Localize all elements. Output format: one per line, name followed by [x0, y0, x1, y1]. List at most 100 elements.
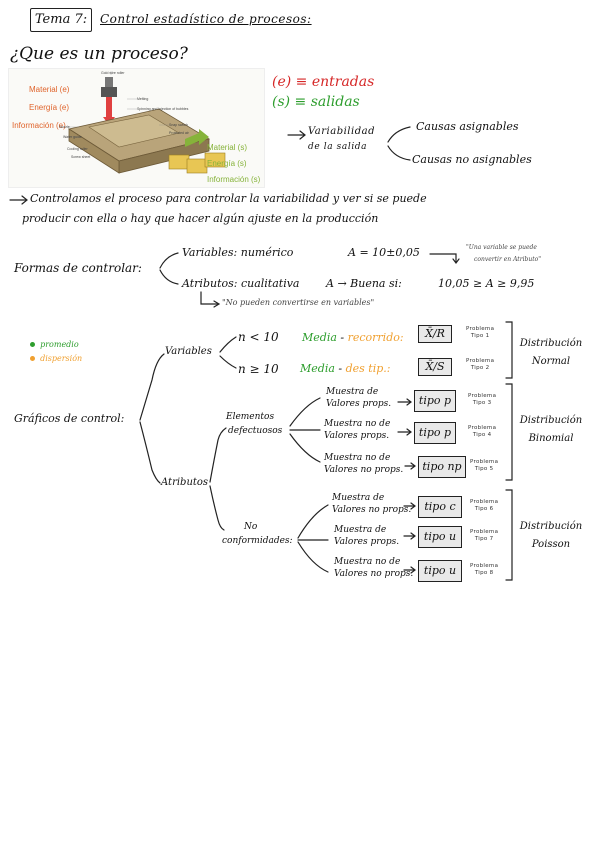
- small-label: Snap switch: [169, 123, 188, 127]
- desc-line: Muestra no de: [324, 419, 391, 429]
- chart-c-box: tipo c: [418, 496, 462, 518]
- legend-promedio: promedio: [30, 332, 79, 351]
- causas-no-asignables: Causas no asignables: [412, 153, 532, 166]
- small-label: Cooling roller: [67, 147, 88, 151]
- chart-np-box: tipo np: [418, 456, 466, 478]
- output-info-label: Información (s): [207, 175, 261, 184]
- desc-line: Valores props.: [324, 431, 390, 441]
- chart-xs-box: X̄/S: [418, 358, 452, 376]
- problem-label: Problema: [468, 425, 497, 431]
- graficos-label: Gráficos de control:: [14, 412, 125, 425]
- orange-dot-icon: [30, 356, 35, 361]
- variabilidad-label: Variabilidad: [308, 126, 375, 137]
- variabilidad-label-2: de la salida: [308, 142, 368, 152]
- output-material-label: Material (s): [207, 143, 248, 152]
- distribution-normal: Distribución Normal: [519, 338, 583, 367]
- tipo-label: Tipo 2: [470, 365, 490, 371]
- legend-dispersion: dispersión: [30, 346, 82, 365]
- chart-p-box: tipo p: [414, 390, 456, 412]
- tipo-label: Tipo 6: [474, 506, 494, 512]
- process-diagram: Material (e) Energía (e) Información (e)…: [8, 68, 265, 188]
- desc-line: Valores no props.: [332, 505, 412, 515]
- def-row2-desc: Muestra no de Valores props.: [324, 418, 390, 442]
- desc-line: Muestra de: [326, 387, 379, 397]
- nc-row1-desc: Muestra de Valores no props.: [332, 492, 411, 516]
- problem-label: Problema: [470, 563, 499, 569]
- variables-row2-media: Media - des tip.:: [300, 362, 391, 375]
- formas-variables: Variables: numérico: [182, 246, 294, 259]
- machine-illustration: [67, 71, 226, 174]
- variables-row1-media: Media - recorrido:: [302, 331, 404, 344]
- desc-line: Valores no props.: [334, 569, 414, 579]
- tipo-label: Tipo 1: [470, 333, 490, 339]
- desc-line: Muestra no de: [334, 557, 401, 567]
- desc-line: Valores props.: [334, 537, 400, 547]
- disp-text: recorrido:: [347, 331, 404, 344]
- legend-entradas: (e) ≡ entradas: [272, 74, 375, 90]
- control-sentence-line1: Controlamos el proceso para controlar la…: [30, 192, 427, 205]
- tipo-label: Tipo 7: [474, 536, 494, 542]
- output-energy-label: Energía (s): [207, 159, 247, 168]
- question-heading: ¿Que es un proceso?: [10, 44, 188, 64]
- media-text: Media: [302, 331, 337, 344]
- variables-row1-cond: n < 10: [238, 330, 279, 344]
- input-material-label: Material (e): [29, 85, 70, 94]
- formas-atributos-note: "No pueden convertirse en variables": [222, 298, 375, 307]
- small-label: Water guide: [63, 135, 82, 139]
- small-label: Spinning and injection of bubbles: [137, 107, 189, 111]
- input-info-label: Información (e): [12, 121, 66, 130]
- media-text: Media: [300, 362, 335, 375]
- problem-label: Problema: [468, 393, 497, 399]
- noconf-label-2: conformidades:: [222, 536, 293, 546]
- formas-variables-note-2: convertir en Atributo": [474, 256, 541, 263]
- defectuosos-label-2: defectuosos: [228, 426, 283, 436]
- tipo-label: Tipo 4: [472, 432, 492, 438]
- noconf-label-1: No: [244, 522, 258, 532]
- formas-atributos-range: 10,05 ≥ A ≥ 9,95: [438, 277, 535, 290]
- problem-tipo-5: Problema Tipo 5: [470, 459, 498, 473]
- page-title: Control estadístico de procesos:: [100, 12, 312, 26]
- formas-atributos-example: A → Buena si:: [326, 277, 402, 290]
- problem-tipo-8: Problema Tipo 8: [470, 563, 498, 577]
- small-label: Protected air: [169, 131, 189, 135]
- distribution-binomial: Distribución Binomial: [519, 415, 583, 444]
- legend-promedio-label: promedio: [40, 340, 79, 349]
- problem-label: Problema: [470, 459, 499, 465]
- problem-label: Problema: [466, 358, 495, 364]
- desc-line: Valores no props.: [324, 465, 404, 475]
- problem-tipo-2: Problema Tipo 2: [466, 358, 494, 372]
- chart-xr-box: X̄/R: [418, 325, 452, 343]
- chart-u-box-2: tipo u: [418, 560, 462, 582]
- desc-line: Valores props.: [326, 399, 392, 409]
- tipo-label: Tipo 3: [472, 400, 492, 406]
- chart-p-box-2: tipo p: [414, 422, 456, 444]
- tipo-label: Tipo 5: [474, 466, 494, 472]
- problem-tipo-6: Problema Tipo 6: [470, 499, 498, 513]
- formas-label: Formas de controlar:: [14, 261, 142, 275]
- formas-variables-example: A = 10±0,05: [348, 246, 420, 259]
- desc-line: Muestra no de: [324, 453, 391, 463]
- nc-row2-desc: Muestra de Valores props.: [334, 524, 399, 548]
- graficos-variables: Variables: [165, 346, 212, 357]
- variables-row2-cond: n ≥ 10: [238, 362, 279, 376]
- legend-salidas: (s) ≡ salidas: [272, 94, 360, 110]
- formas-atributos: Atributos: cualitativa: [182, 277, 300, 290]
- problem-label: Problema: [470, 529, 499, 535]
- input-energy-label: Energía (e): [29, 103, 70, 112]
- small-label: Screw sheet: [71, 155, 91, 159]
- problem-tipo-1: Problema Tipo 1: [466, 326, 494, 340]
- disp-text: des tip.:: [345, 362, 391, 375]
- def-row1-desc: Muestra de Valores props.: [326, 386, 391, 410]
- desc-line: Muestra de: [332, 493, 385, 503]
- distribution-poisson: Distribución Poisson: [519, 521, 583, 550]
- legend-dispersion-label: dispersión: [40, 354, 83, 363]
- control-sentence-line2: producir con ella o hay que hacer algún …: [22, 212, 379, 225]
- small-label: Nozzle: [59, 125, 70, 129]
- problem-label: Problema: [470, 499, 499, 505]
- problem-tipo-7: Problema Tipo 7: [470, 529, 498, 543]
- tipo-label: Tipo 8: [474, 570, 494, 576]
- defectuosos-label-1: Elementos: [226, 412, 275, 422]
- topic-number: Tema 7:: [30, 8, 92, 32]
- small-label: Gold wire roller: [101, 71, 125, 75]
- small-label: Melting: [137, 97, 149, 101]
